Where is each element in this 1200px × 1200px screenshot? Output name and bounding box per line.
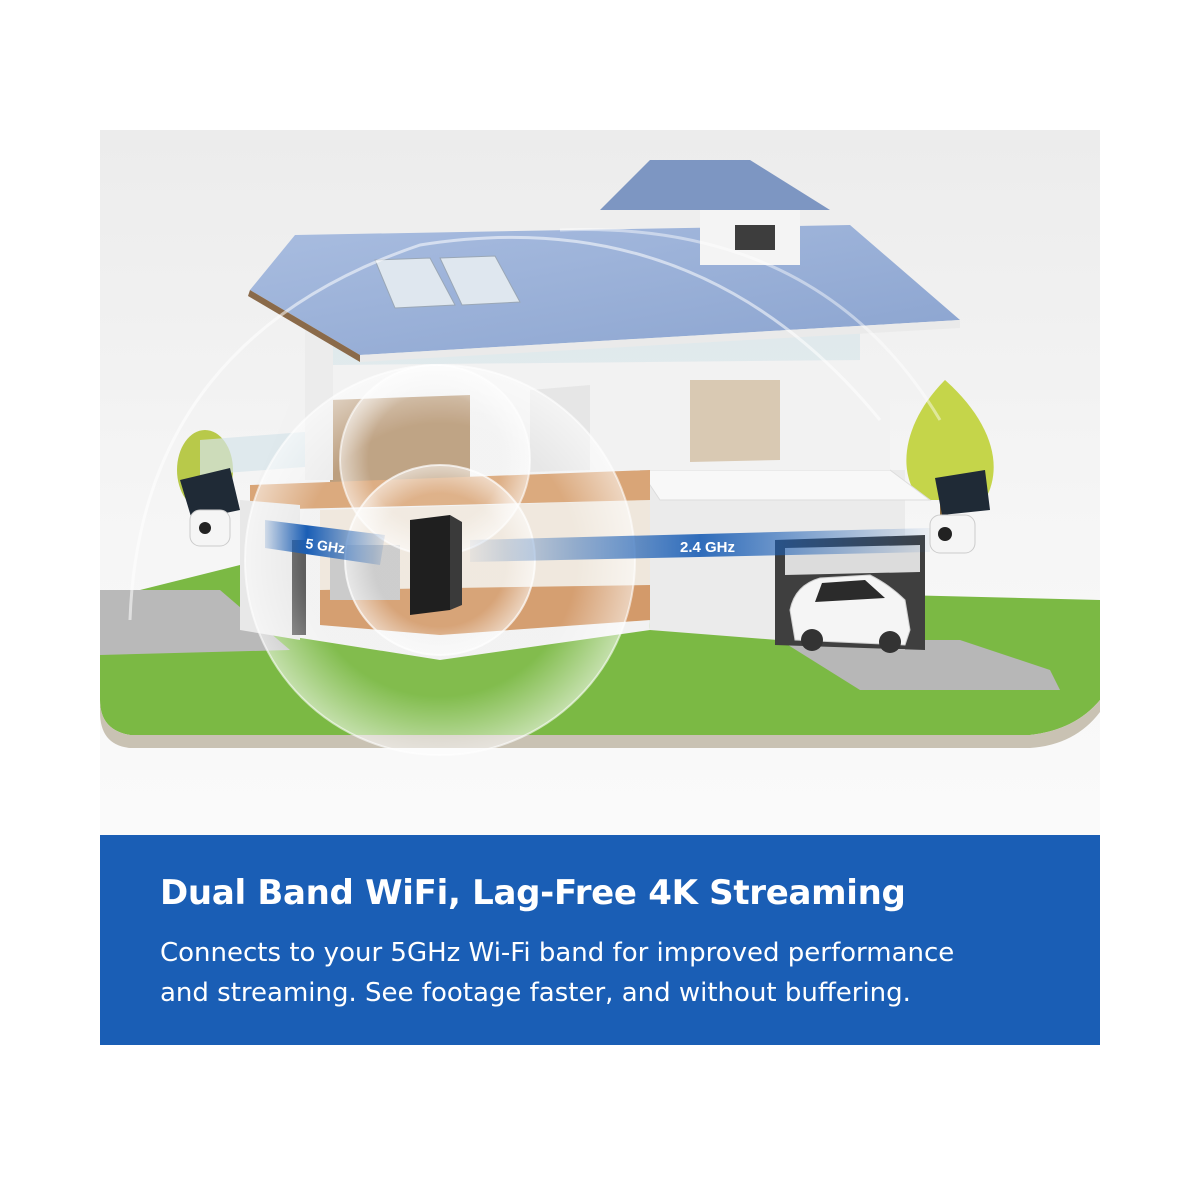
router-icon <box>410 515 462 615</box>
camera-left-icon <box>180 468 240 547</box>
band-24ghz: 2.4 GHz <box>470 528 930 562</box>
driveway <box>780 640 1060 690</box>
band-5ghz-label: 5 GHz <box>305 535 347 556</box>
band-5ghz: 5 GHz <box>265 520 385 565</box>
walkway <box>100 590 290 655</box>
feature-description-line-1: Connects to your 5GHz Wi-Fi band for imp… <box>160 938 955 968</box>
band-24ghz-label: 2.4 GHz <box>680 539 735 556</box>
feature-title: Dual Band WiFi, Lag-Free 4K Streaming <box>160 873 906 913</box>
feature-caption: Dual Band WiFi, Lag-Free 4K Streaming Co… <box>100 835 1100 1045</box>
wifi-coverage <box>128 228 942 756</box>
camera-right-icon <box>929 470 990 554</box>
house-illustration: 5 GHz 2.4 GHz <box>100 160 1100 756</box>
feature-description-line-2: and streaming. See footage faster, and w… <box>160 978 911 1008</box>
roof <box>248 160 960 362</box>
car <box>789 574 911 653</box>
